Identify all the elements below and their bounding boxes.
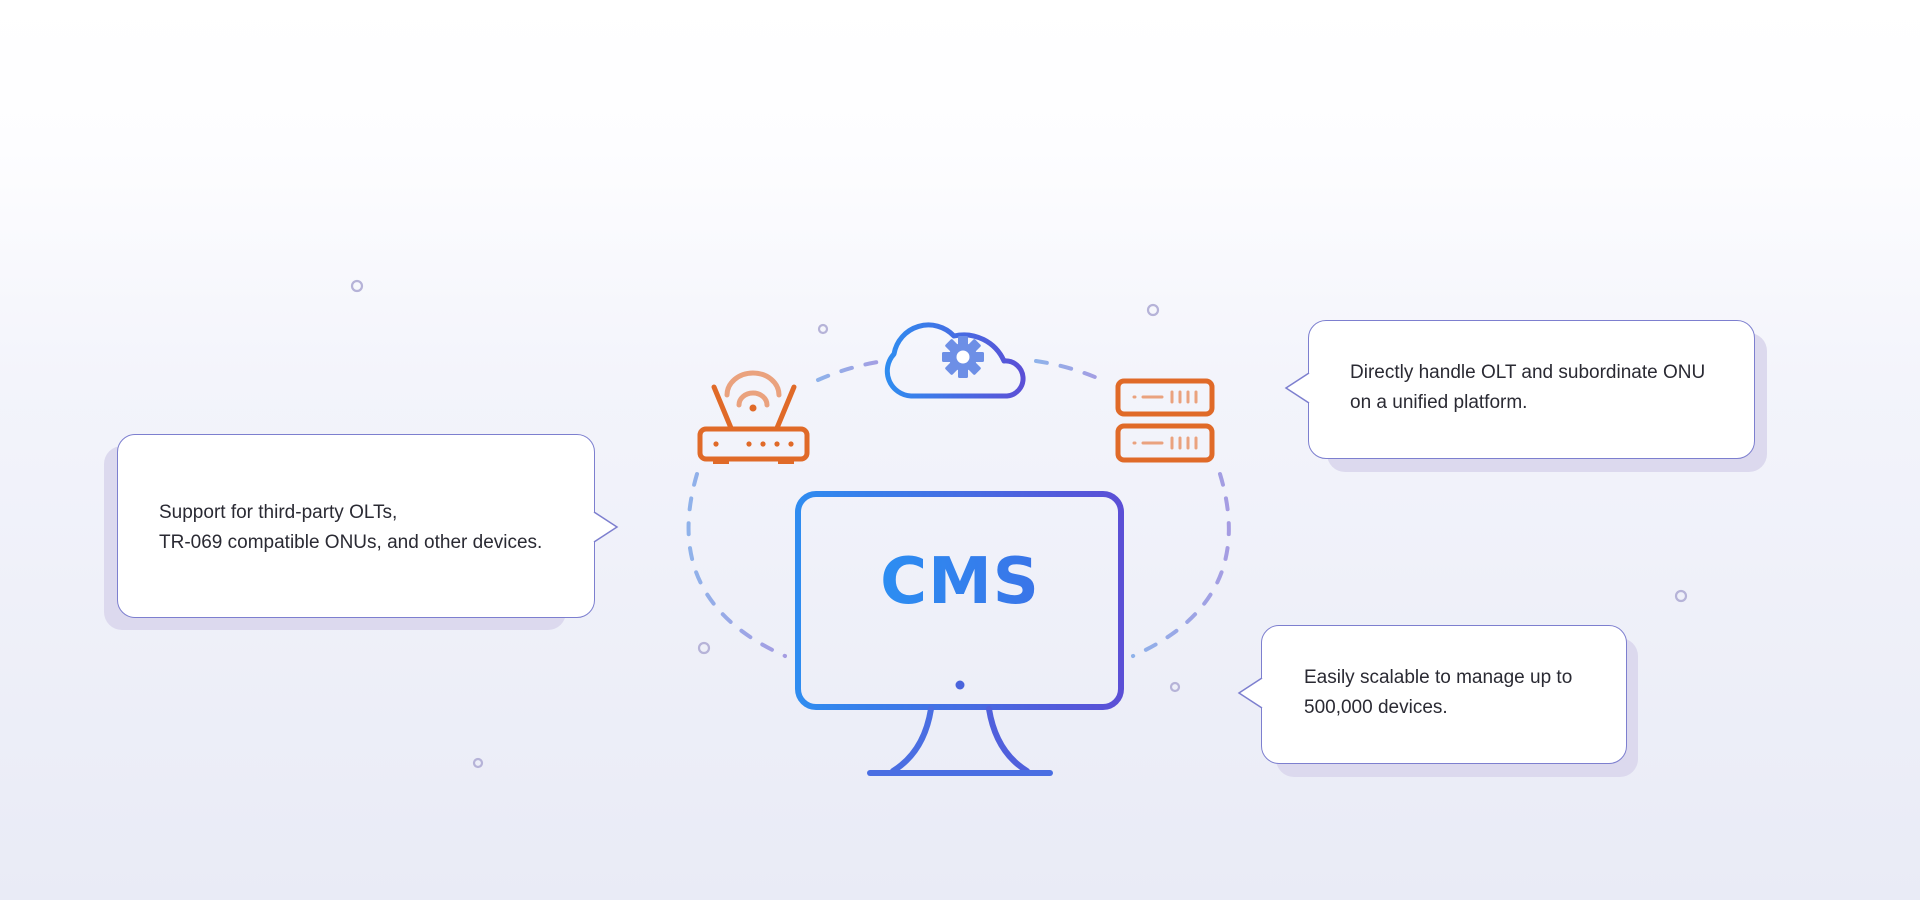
dashed-connection-ring: [686, 359, 1231, 658]
decorative-dots: [350, 279, 1688, 769]
server-rack-icon: [1115, 378, 1215, 463]
decor-dot: [350, 279, 364, 293]
callout-top-right: Directly handle OLT and subordinate ONU …: [1284, 320, 1767, 472]
callout-pointer: [1237, 677, 1264, 709]
decor-dot: [472, 757, 484, 769]
callout-text: Easily scalable to manage up to 500,000 …: [1304, 663, 1626, 723]
callout-box: Easily scalable to manage up to 500,000 …: [1261, 625, 1627, 764]
cloud-gear-icon: [884, 322, 1026, 399]
wifi-router-icon: [697, 370, 810, 464]
dashed-arc-left: [686, 472, 787, 658]
callout-pointer: [592, 511, 619, 543]
decor-dot: [1674, 589, 1688, 603]
callout-text: Support for third-party OLTs, TR-069 com…: [159, 498, 594, 558]
dashed-arc-top-left: [816, 359, 886, 382]
gear-icon: [942, 336, 984, 378]
callout-bottom-right: Easily scalable to manage up to 500,000 …: [1237, 625, 1638, 777]
callout-box: Directly handle OLT and subordinate ONU …: [1308, 320, 1755, 459]
dashed-arc-top-right: [1034, 359, 1104, 382]
callout-line: TR-069 compatible ONUs, and other device…: [159, 532, 543, 553]
callout-line: 500,000 devices.: [1304, 697, 1448, 718]
callout-left: Support for third-party OLTs, TR-069 com…: [104, 434, 619, 630]
callout-pointer: [1284, 372, 1311, 404]
callout-line: on a unified platform.: [1350, 392, 1528, 413]
callout-box: Support for third-party OLTs, TR-069 com…: [117, 434, 595, 618]
monitor-label: CMS: [880, 545, 1040, 619]
callout-text: Directly handle OLT and subordinate ONU …: [1350, 358, 1754, 418]
callout-line: Support for third-party OLTs,: [159, 502, 398, 523]
callout-line: Easily scalable to manage up to: [1304, 667, 1573, 688]
decor-dot: [1169, 681, 1181, 693]
callout-line: Directly handle OLT and subordinate ONU: [1350, 362, 1706, 383]
dashed-arc-right: [1131, 472, 1231, 658]
decor-dot: [1146, 303, 1160, 317]
decor-dot: [697, 641, 711, 655]
decor-dot: [817, 323, 829, 335]
desktop-monitor-icon: CMS: [791, 491, 1129, 781]
